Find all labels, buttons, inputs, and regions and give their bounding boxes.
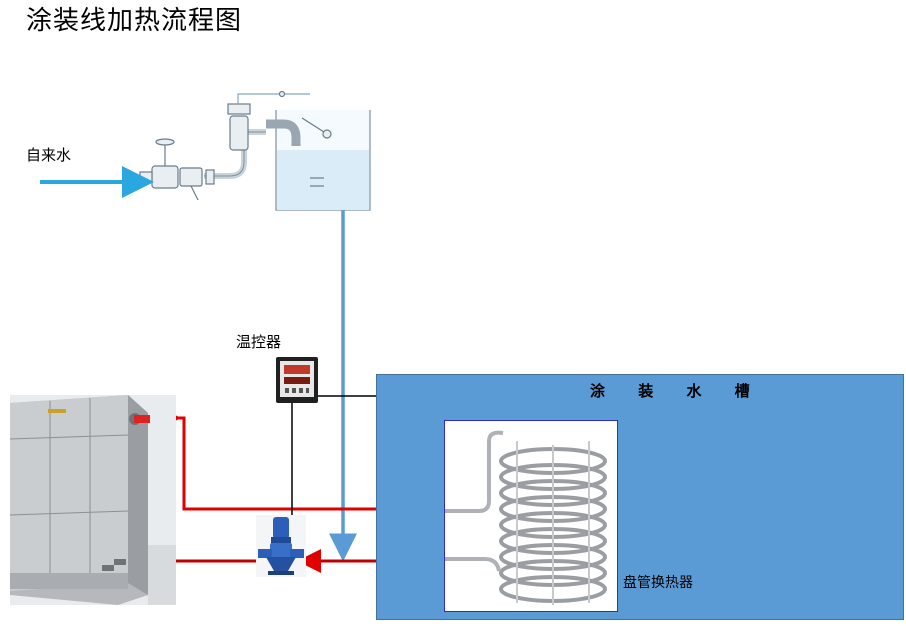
page-title: 涂装线加热流程图 (26, 6, 243, 36)
temp-controller-icon (276, 357, 318, 403)
float-valve-icon (229, 115, 249, 151)
circulation-pump-icon (256, 515, 306, 577)
tank-label: 涂 装 水 槽 (590, 382, 764, 400)
tap-water-label: 自来水 (26, 146, 72, 164)
coil-exchanger-label: 盘管换热器 (623, 575, 693, 591)
chiller-unit-icon (10, 395, 176, 605)
temp-controller-label: 温控器 (236, 333, 282, 351)
coil-heat-exchanger-icon (444, 420, 618, 612)
